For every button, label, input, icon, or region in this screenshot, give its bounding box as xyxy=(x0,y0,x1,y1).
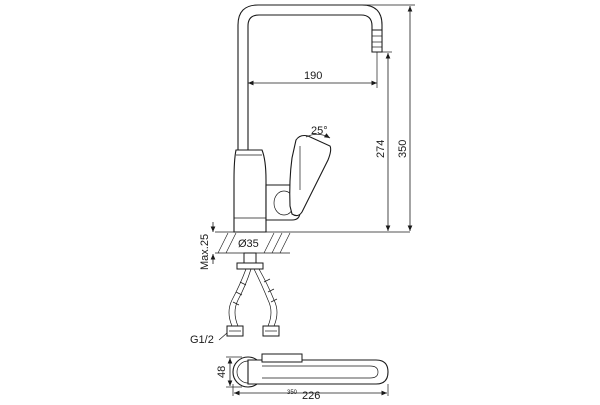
dimension-reach: 190 xyxy=(248,52,378,88)
mounting-nut xyxy=(236,262,264,270)
spout-height-label: 274 xyxy=(375,140,387,158)
dimension-connection: G1/2 xyxy=(190,332,228,346)
max-deck-label: Max.25 xyxy=(199,234,211,270)
overall-height-label: 350 xyxy=(397,140,409,158)
faucet-side-view: 25° Ø35 xyxy=(215,4,410,337)
flexible-hoses xyxy=(228,268,278,327)
lever-handle xyxy=(289,134,332,217)
aerator xyxy=(371,29,383,53)
dimension-max-deck: Max.25 xyxy=(199,222,216,270)
top-view-lever xyxy=(261,353,303,363)
overall-length-label: 226 xyxy=(302,390,320,400)
base-width-label: 48 xyxy=(216,366,228,378)
dimension-overall-length: 226 xyxy=(232,384,389,402)
base-diameter-label: Ø35 xyxy=(238,238,259,250)
top-view-spout xyxy=(247,359,389,385)
faucet-top-view: 350 xyxy=(232,353,389,396)
lever-angle-label: 25° xyxy=(311,125,328,137)
dimension-spout-height: 274 xyxy=(375,51,392,231)
dimension-base-width: 48 xyxy=(216,356,242,388)
faucet-body xyxy=(233,149,267,233)
dimension-overall-height: 350 xyxy=(362,4,415,231)
reach-label: 190 xyxy=(304,70,322,82)
lever-angle-arc xyxy=(305,133,331,139)
connection-label: G1/2 xyxy=(190,334,214,346)
